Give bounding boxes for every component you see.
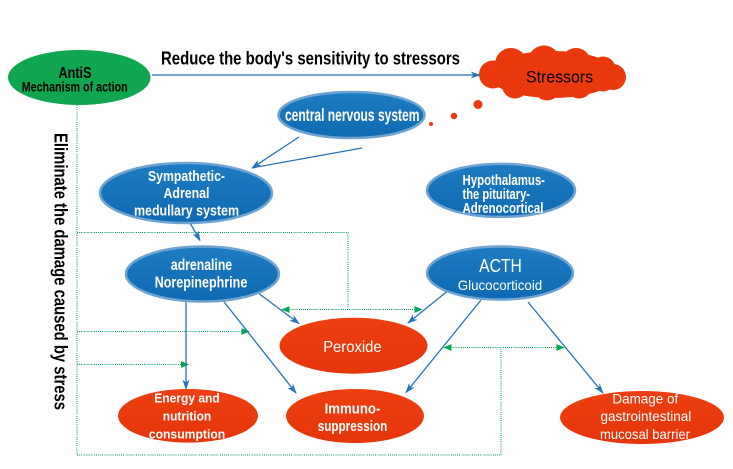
svg-text:nutrition: nutrition xyxy=(163,409,211,424)
svg-text:AntiS: AntiS xyxy=(59,65,92,82)
svg-text:gastrointestinal: gastrointestinal xyxy=(601,408,692,424)
svg-text:Eliminate the damage caused by: Eliminate the damage caused by stress xyxy=(51,133,72,410)
svg-text:the pituitary-: the pituitary- xyxy=(463,187,531,203)
svg-text:central nervous system: central nervous system xyxy=(285,105,420,125)
svg-text:mucosal barrier: mucosal barrier xyxy=(600,426,690,442)
svg-text:adrenaline: adrenaline xyxy=(171,257,232,274)
svg-text:suppression: suppression xyxy=(318,419,388,435)
svg-text:Immuno-: Immuno- xyxy=(325,402,381,418)
svg-text:Damage of: Damage of xyxy=(612,390,678,406)
svg-text:Glucocorticoid: Glucocorticoid xyxy=(458,277,542,293)
svg-text:Hypothalamus-: Hypothalamus- xyxy=(463,173,546,189)
svg-text:consumption: consumption xyxy=(149,427,225,442)
svg-text:ACTH: ACTH xyxy=(479,255,522,276)
svg-text:Stressors: Stressors xyxy=(526,68,593,87)
svg-text:Sympathetic-: Sympathetic- xyxy=(148,169,225,185)
svg-text:Adrenal: Adrenal xyxy=(164,186,210,202)
svg-text:Energy and: Energy and xyxy=(154,390,220,405)
svg-text:Adrenocortical: Adrenocortical xyxy=(463,201,544,217)
svg-text:Mechanism of action: Mechanism of action xyxy=(22,79,128,95)
svg-text:Peroxide: Peroxide xyxy=(323,339,382,356)
svg-text:Norepinephrine: Norepinephrine xyxy=(155,274,248,291)
svg-text:Reduce the body's sensitivity: Reduce the body's sensitivity to stresso… xyxy=(161,49,460,69)
svg-text:medullary system: medullary system xyxy=(134,203,239,219)
